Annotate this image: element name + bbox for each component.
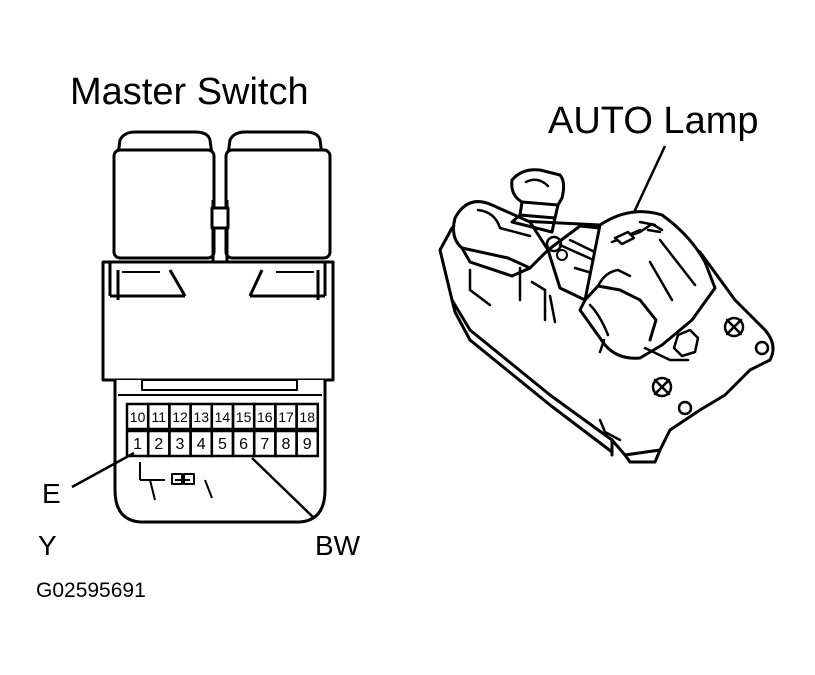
left-knob-cap — [116, 130, 214, 156]
connector-cell — [146, 429, 171, 458]
connector-pin-label: 2 — [154, 436, 163, 453]
right-knob — [224, 148, 332, 260]
auto-lamp-label: AUTO Lamp — [548, 100, 759, 142]
terminal-y-label: Y — [38, 530, 57, 561]
connector-cell — [274, 402, 298, 431]
connector-cell — [231, 402, 256, 431]
connector-pin-label: 14 — [215, 409, 231, 425]
connector-pin-label: 10 — [130, 409, 146, 425]
connector-pin-label: 4 — [197, 436, 206, 453]
connector-pin-label: 9 — [303, 436, 312, 453]
connector-pin-label: 18 — [299, 409, 315, 425]
connector-pin-label: 15 — [236, 409, 252, 425]
connector-cell — [125, 429, 150, 458]
connector-pin-label: 13 — [193, 409, 209, 425]
connector-cell — [231, 429, 256, 458]
left-window-button — [452, 200, 550, 270]
connector-pin-label: 16 — [257, 409, 273, 425]
connector-pin-label: 17 — [278, 409, 294, 425]
screw-marks — [651, 316, 770, 416]
connector-cell — [189, 429, 214, 458]
connector-cell — [274, 429, 298, 458]
leader-lines — [71, 145, 667, 519]
connector-pin-label: 1 — [133, 436, 142, 453]
leader-e — [71, 451, 135, 489]
connector-pin-label: 12 — [172, 409, 188, 425]
connector-cell — [168, 402, 192, 431]
terminal-bw-label: BW — [315, 530, 361, 561]
connector-cell — [295, 429, 320, 458]
master-switch-title: Master Switch — [70, 71, 309, 113]
connector-cell — [210, 402, 235, 431]
connector-pin-label: 5 — [218, 436, 227, 453]
terminal-e-label: E — [42, 478, 61, 509]
auto-lamp-indicator — [613, 230, 636, 246]
connector-cell — [210, 429, 235, 458]
base-plate — [438, 214, 775, 457]
connector-cell — [252, 429, 277, 458]
right-knob-cap — [226, 130, 324, 156]
switch-housing — [101, 260, 335, 382]
right-window-button — [578, 210, 717, 360]
connector-cell — [125, 402, 150, 431]
connector-body — [113, 380, 327, 524]
leader-bw — [251, 457, 315, 519]
connector-cell — [168, 429, 192, 458]
connector-pin-label: 3 — [176, 436, 185, 453]
master-switch-perspective-view — [438, 168, 775, 464]
connector-cell — [252, 402, 277, 431]
switch-center — [546, 224, 642, 302]
connector-pin-label: 7 — [260, 436, 269, 453]
leader-auto-lamp — [620, 145, 667, 239]
connector-cell — [295, 402, 320, 431]
connector-pin-label: 6 — [239, 436, 248, 453]
connector-pin-label: 8 — [282, 436, 291, 453]
connector-cell — [146, 402, 171, 431]
connector-cell — [189, 402, 214, 431]
connector-pin-label: 11 — [152, 409, 167, 425]
lock-knob — [510, 168, 566, 207]
left-knob — [112, 148, 216, 260]
master-switch-front-view — [101, 130, 335, 524]
figure-code: G02595691 — [36, 579, 146, 602]
